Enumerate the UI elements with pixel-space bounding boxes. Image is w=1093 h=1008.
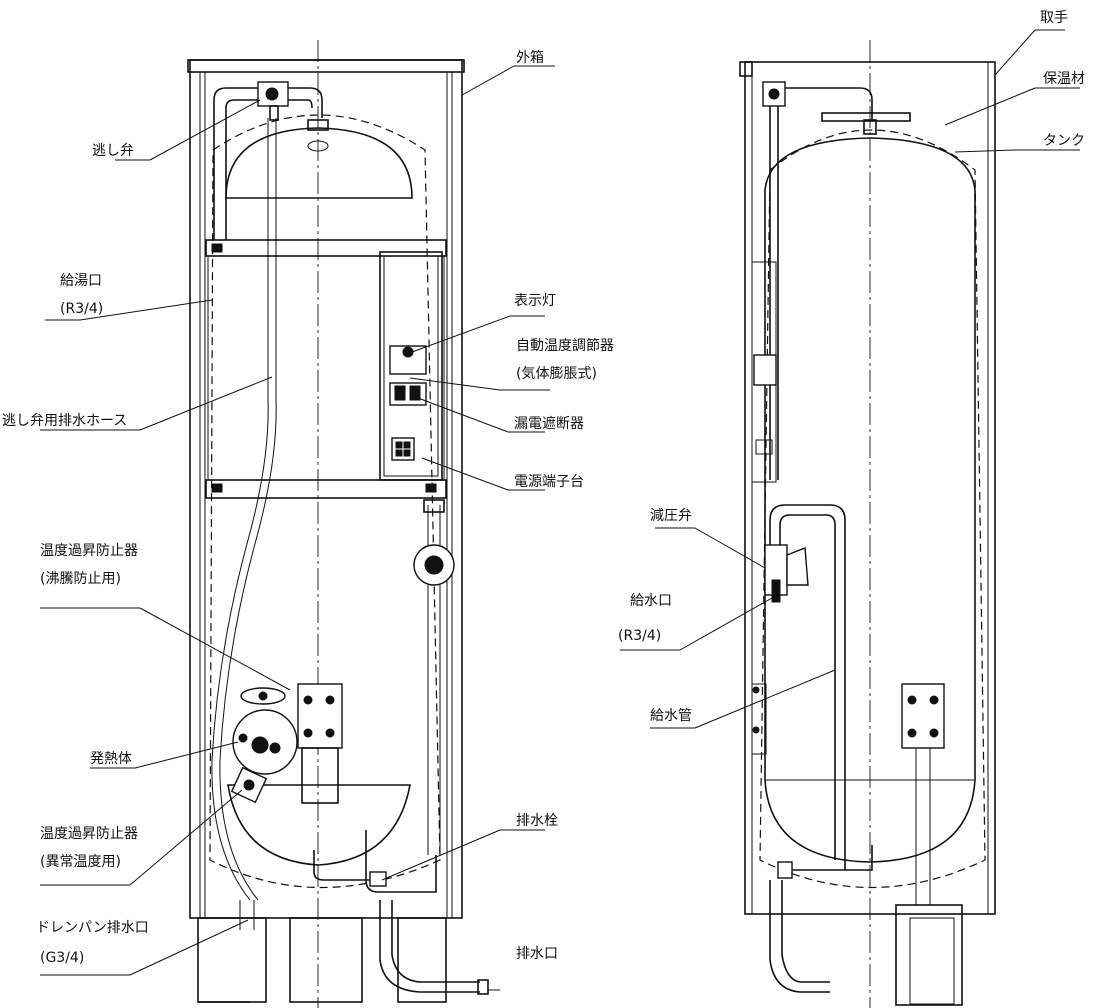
side-view xyxy=(739,40,996,1008)
label-drain-pan-outlet-size: (G3/4) xyxy=(40,950,84,966)
label-tank: タンク xyxy=(1043,133,1085,149)
label-auto-thermostat-type: (気体膨脹式) xyxy=(516,365,597,382)
label-overheat-protector-abnormal-sub: (異常温度用) xyxy=(40,854,121,870)
label-relief-valve: 逃し弁 xyxy=(92,143,134,159)
label-hot-water-outlet: 給湯口 xyxy=(60,272,102,289)
label-drain-pan-outlet: ドレンパン排水口 xyxy=(36,920,149,936)
label-pressure-reducing-valve: 減圧弁 xyxy=(650,507,692,524)
label-handle: 取手 xyxy=(1040,10,1068,26)
label-overheat-protector-boil-sub: (沸騰防止用) xyxy=(40,570,121,587)
label-overheat-protector-abnormal: 温度過昇防止器 xyxy=(40,826,138,842)
label-insulation: 保温材 xyxy=(1043,71,1085,87)
label-water-inlet-size: (R3/4) xyxy=(618,628,661,644)
label-drain-outlet: 排水口 xyxy=(516,946,558,962)
label-water-inlet: 給水口 xyxy=(630,593,672,609)
label-power-terminal-block: 電源端子台 xyxy=(514,474,584,490)
front-control-box xyxy=(379,251,443,481)
front-view xyxy=(187,40,489,1008)
label-earth-leakage-breaker: 漏電遮断器 xyxy=(514,416,584,432)
label-outer-case: 外箱 xyxy=(516,50,544,66)
label-hot-water-outlet-size: (R3/4) xyxy=(60,301,103,317)
label-heater: 発熱体 xyxy=(90,751,132,767)
labels: 外箱 逃し弁 給湯口 (R3/4) 逃し弁用排水ホース 表示灯 自動温度調節器 … xyxy=(2,10,1085,966)
label-water-supply-pipe: 給水管 xyxy=(650,708,692,724)
label-relief-valve-drain-hose: 逃し弁用排水ホース xyxy=(2,413,127,429)
leader-lines xyxy=(40,29,1080,991)
label-overheat-protector-boil: 温度過昇防止器 xyxy=(40,543,138,559)
front-outer-case xyxy=(189,59,463,919)
label-auto-thermostat: 自動温度調節器 xyxy=(516,337,614,354)
label-drain-plug: 排水栓 xyxy=(516,813,558,829)
label-indicator-lamp: 表示灯 xyxy=(514,293,556,309)
